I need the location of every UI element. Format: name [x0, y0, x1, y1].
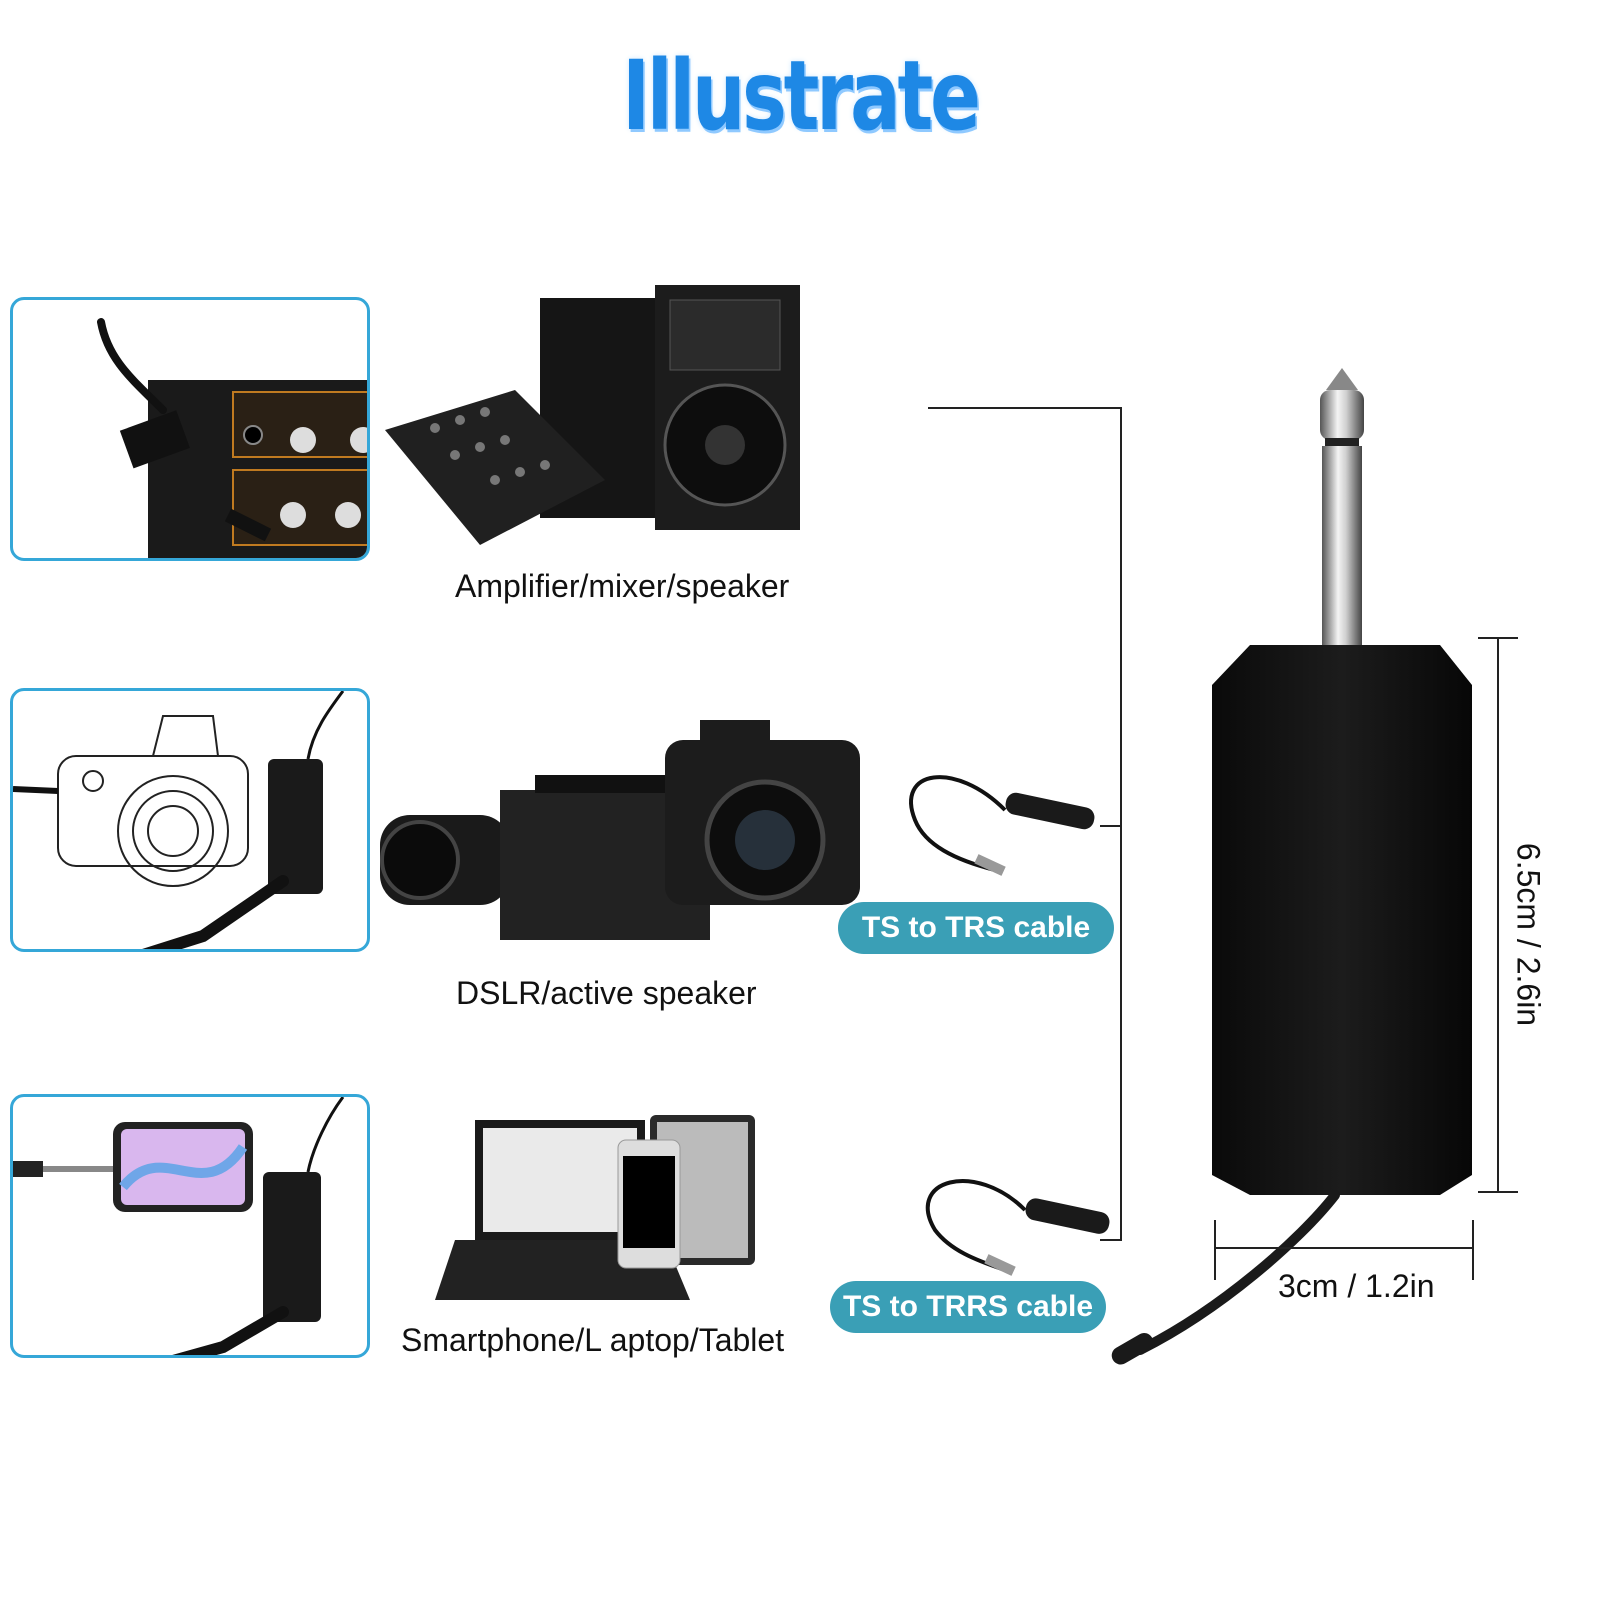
- receiver-product-photo: [1111, 368, 1472, 1365]
- smartphone-illustration: [13, 1097, 345, 1355]
- devices-photo: [435, 1115, 755, 1300]
- dimension-lines: [1214, 637, 1518, 1280]
- ts-trrs-cable-badge: TS to TRRS cable: [830, 1281, 1106, 1333]
- mixer-speaker-photo: [385, 285, 800, 545]
- ts-trs-cable-photo: [909, 775, 1095, 876]
- height-dimension-label: 6.5cm / 2.6in: [1510, 842, 1547, 1027]
- amplifier-illustration: [97, 318, 367, 558]
- width-dimension-label: 3cm / 1.2in: [1278, 1268, 1435, 1304]
- dslr-label: DSLR/active speaker: [456, 975, 757, 1011]
- camera-sketch-illustration: [13, 691, 345, 949]
- smartphone-label: Smartphone/L aptop/Tablet: [401, 1322, 785, 1358]
- camera-equipment-photo: [380, 720, 860, 940]
- camera-usage-photo: [10, 688, 370, 952]
- ts-trrs-cable-photo: [926, 1179, 1110, 1276]
- ts-trs-cable-badge: TS to TRS cable: [838, 902, 1114, 954]
- amplifier-label: Amplifier/mixer/speaker: [455, 568, 790, 604]
- page-title: Illustrate: [622, 40, 981, 152]
- smartphone-usage-photo: [10, 1094, 370, 1358]
- amplifier-usage-photo: [10, 297, 370, 561]
